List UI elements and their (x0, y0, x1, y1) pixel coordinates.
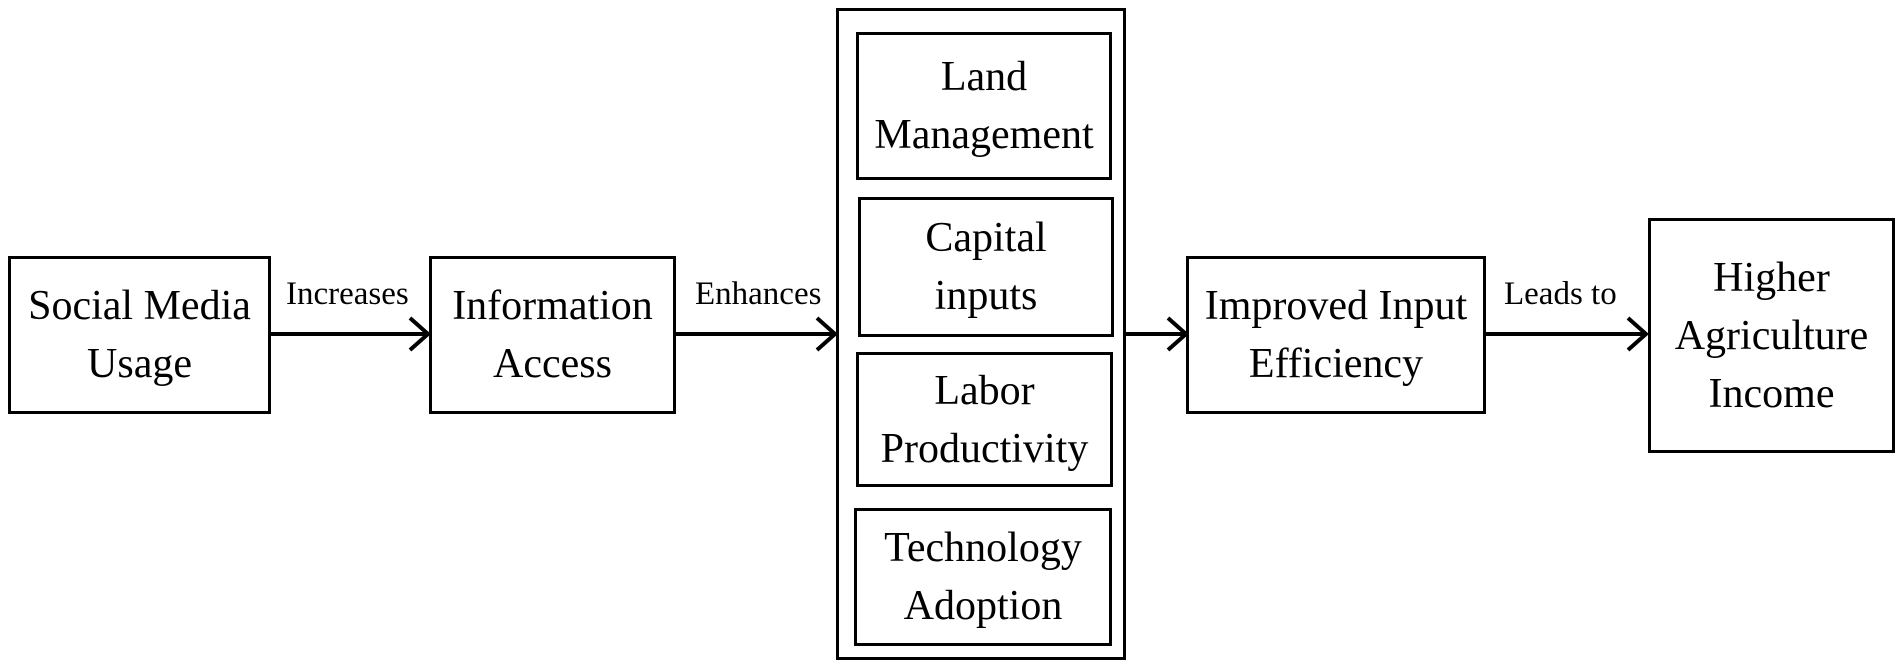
arrowhead-leads-to (1626, 316, 1650, 352)
node-text-line: Income (1708, 370, 1835, 417)
arrowhead-increases (408, 316, 432, 352)
node-land-management-label: Land Management (874, 48, 1093, 164)
node-labor-productivity: Labor Productivity (856, 352, 1113, 487)
node-technology-adoption: Technology Adoption (854, 508, 1112, 646)
node-text-line: Social Media (28, 283, 251, 329)
node-text-line: Agriculture (1674, 312, 1869, 359)
edge-label-increases: Increases (286, 276, 409, 312)
node-text-line: Labor (934, 367, 1035, 414)
edge-label-leads-to: Leads to (1504, 276, 1617, 312)
node-technology-adoption-label: Technology Adoption (884, 519, 1082, 635)
node-capital-inputs-label: Capital inputs (925, 209, 1046, 325)
node-information-access-label: Information Access (452, 277, 653, 393)
node-labor-productivity-label: Labor Productivity (881, 362, 1089, 478)
node-text-line: inputs (934, 273, 1038, 319)
node-text-line: Technology (884, 525, 1082, 571)
node-land-management: Land Management (856, 32, 1112, 180)
node-text-line: Capital (925, 215, 1047, 261)
node-text-line: Efficiency (1248, 341, 1424, 387)
node-capital-inputs: Capital inputs (858, 197, 1114, 337)
node-improved-input-efficiency-label: Improved Input Efficiency (1205, 277, 1467, 393)
node-text-line: Land (940, 54, 1028, 100)
node-text-line: Adoption (903, 583, 1063, 629)
node-social-media-usage: Social Media Usage (8, 256, 271, 414)
node-improved-input-efficiency: Improved Input Efficiency (1186, 256, 1486, 414)
node-information-access: Information Access (429, 256, 676, 414)
node-text-line: Access (493, 341, 612, 387)
node-text-line: Productivity (880, 425, 1089, 472)
node-higher-agriculture-income: Higher Agriculture Income (1648, 218, 1895, 453)
node-higher-agriculture-income-label: Higher Agriculture Income (1675, 249, 1869, 423)
node-text-line: Management (874, 112, 1094, 158)
arrowhead-enhances (815, 316, 839, 352)
node-text-line: Improved Input (1204, 283, 1468, 329)
factors-group (836, 8, 1126, 660)
node-text-line: Usage (87, 341, 192, 387)
edge-label-enhances: Enhances (695, 276, 822, 312)
node-text-line: Information (452, 283, 653, 329)
node-text-line: Higher (1713, 254, 1830, 301)
node-social-media-usage-label: Social Media Usage (28, 277, 251, 393)
